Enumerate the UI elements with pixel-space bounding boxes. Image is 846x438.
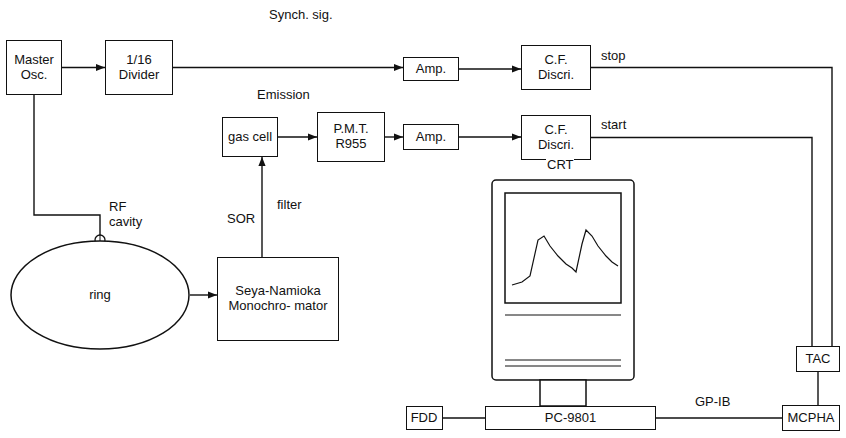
signal-connector (173, 67, 403, 68)
floppy-drive-box: FDD (406, 406, 443, 430)
mcpha-box: MCPHA (782, 405, 840, 431)
node-text: Amp. (416, 62, 446, 77)
annotation-label: filter (276, 198, 303, 213)
node-text: Amp. (416, 130, 446, 145)
annotation-label: CRT (546, 158, 574, 173)
annotation-label: RF cavity (108, 200, 154, 230)
amplifier-box: Amp. (403, 57, 459, 81)
gas-cell-box: gas cell (222, 117, 278, 157)
divider-box: 1/16 Divider (105, 40, 173, 95)
signal-connector (190, 294, 217, 295)
node-text: ring (89, 288, 111, 303)
photomultiplier-box: P.M.T. R955 (317, 112, 385, 162)
computer-box: PC-9801 (485, 406, 656, 430)
crt-monitor (492, 180, 634, 406)
connector-label: stop (600, 49, 627, 64)
discriminator-box: C.F. Discri. (521, 115, 591, 160)
annotation-label: Synch. sig. (268, 8, 334, 23)
signal-connector (278, 136, 317, 137)
node-text: FDD (411, 411, 438, 426)
node-text: MCPHA (788, 411, 835, 426)
discriminator-box: C.F. Discri. (521, 45, 591, 90)
node-text: C.F. Discri. (525, 53, 587, 83)
signal-connector (817, 372, 818, 405)
connector-label: start (600, 118, 627, 133)
signal-connector (459, 68, 521, 69)
node-text: Seya-Namioka Monochro- mator (221, 284, 335, 314)
signal-connector (459, 136, 521, 137)
signal-connector (443, 417, 486, 418)
node-text: P.M.T. R955 (321, 122, 381, 152)
signal-connector (385, 136, 403, 137)
signal-connector (62, 67, 105, 68)
signal-connector (261, 157, 262, 257)
tac-box: TAC (796, 346, 840, 372)
connector-label: SOR (226, 212, 256, 227)
signal-connector (656, 417, 782, 418)
signal-connector (34, 95, 100, 240)
node-text: Master Osc. (10, 53, 58, 83)
node-text: 1/16 Divider (109, 53, 169, 83)
oscillator-box: Master Osc. (6, 40, 62, 95)
annotation-label: Emission (256, 88, 311, 103)
storage-ring: ring (10, 240, 190, 350)
node-text: gas cell (228, 130, 272, 145)
monochromator-box: Seya-Namioka Monochro- mator (217, 257, 339, 341)
node-text: C.F. Discri. (525, 123, 587, 153)
connector-label: GP-IB (694, 395, 731, 410)
node-text: TAC (805, 352, 830, 367)
node-text: PC-9801 (545, 411, 596, 426)
amplifier-box: Amp. (403, 124, 459, 150)
